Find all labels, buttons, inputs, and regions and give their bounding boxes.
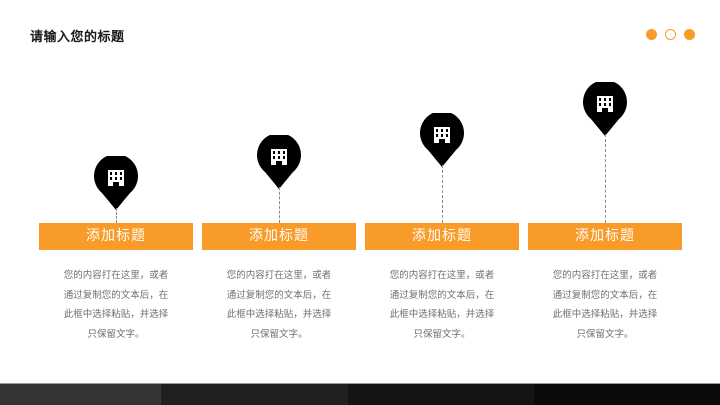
description-line: 此框中选择粘贴，并选择 bbox=[552, 309, 658, 320]
column-heading-bar[interactable]: 添加标题 bbox=[528, 223, 682, 250]
description-line: 只保留文字。 bbox=[576, 328, 634, 340]
building-icon bbox=[597, 96, 613, 112]
description-line: 您的内容打在这里，或者 bbox=[389, 270, 495, 281]
indicator-dot-filled bbox=[646, 29, 657, 40]
timeline-column-1: 添加标题 您的内容打在这里，或者 通过复制您的文本后，在 此框中选择粘贴，并选择… bbox=[39, 0, 193, 380]
location-pin-icon bbox=[420, 113, 464, 167]
timeline-column-3: 添加标题 您的内容打在这里，或者 通过复制您的文本后，在 此框中选择粘贴，并选择… bbox=[365, 0, 519, 380]
description-line: 只保留文字。 bbox=[250, 328, 308, 340]
column-heading-bar[interactable]: 添加标题 bbox=[365, 223, 519, 250]
building-icon bbox=[108, 170, 124, 186]
dashed-connector bbox=[115, 208, 117, 223]
description-line: 只保留文字。 bbox=[87, 328, 145, 340]
footer-segment-3 bbox=[348, 383, 534, 405]
location-pin-icon bbox=[583, 82, 627, 136]
timeline-column-2: 添加标题 您的内容打在这里，或者 通过复制您的文本后，在 此框中选择粘贴，并选择… bbox=[202, 0, 356, 380]
dashed-connector bbox=[604, 134, 606, 223]
indicator-dots bbox=[646, 29, 695, 40]
dashed-connector bbox=[278, 187, 280, 223]
description-line: 通过复制您的文本后，在 bbox=[226, 289, 332, 301]
footer-segment-1 bbox=[0, 383, 161, 405]
building-icon bbox=[434, 127, 450, 143]
slide-title[interactable]: 请输入您的标题 bbox=[30, 30, 125, 45]
building-icon bbox=[271, 149, 287, 165]
footer-band bbox=[0, 383, 720, 405]
description-line: 您的内容打在这里，或者 bbox=[552, 270, 658, 281]
description-line: 只保留文字。 bbox=[413, 328, 471, 340]
description-line: 通过复制您的文本后，在 bbox=[389, 289, 495, 301]
indicator-dot-hollow bbox=[665, 29, 676, 40]
timeline-column-4: 添加标题 您的内容打在这里，或者 通过复制您的文本后，在 此框中选择粘贴，并选择… bbox=[528, 0, 682, 380]
column-description[interactable]: 您的内容打在这里，或者 通过复制您的文本后，在 此框中选择粘贴，并选择 只保留文… bbox=[528, 266, 682, 344]
location-pin-icon bbox=[94, 156, 138, 210]
indicator-dot-filled bbox=[684, 29, 695, 40]
column-description[interactable]: 您的内容打在这里，或者 通过复制您的文本后，在 此框中选择粘贴，并选择 只保留文… bbox=[39, 266, 193, 344]
description-line: 此框中选择粘贴，并选择 bbox=[389, 309, 495, 320]
description-line: 此框中选择粘贴，并选择 bbox=[63, 309, 169, 320]
description-line: 您的内容打在这里，或者 bbox=[226, 270, 332, 281]
description-line: 您的内容打在这里，或者 bbox=[63, 270, 169, 281]
dashed-connector bbox=[441, 165, 443, 223]
description-line: 通过复制您的文本后，在 bbox=[63, 289, 169, 301]
column-description[interactable]: 您的内容打在这里，或者 通过复制您的文本后，在 此框中选择粘贴，并选择 只保留文… bbox=[365, 266, 519, 344]
footer-segment-4 bbox=[534, 383, 720, 405]
footer-segment-2 bbox=[161, 383, 348, 405]
location-pin-icon bbox=[257, 135, 301, 189]
description-line: 此框中选择粘贴，并选择 bbox=[226, 309, 332, 320]
column-heading-bar[interactable]: 添加标题 bbox=[39, 223, 193, 250]
column-description[interactable]: 您的内容打在这里，或者 通过复制您的文本后，在 此框中选择粘贴，并选择 只保留文… bbox=[202, 266, 356, 344]
description-line: 通过复制您的文本后，在 bbox=[552, 289, 658, 301]
column-heading-bar[interactable]: 添加标题 bbox=[202, 223, 356, 250]
